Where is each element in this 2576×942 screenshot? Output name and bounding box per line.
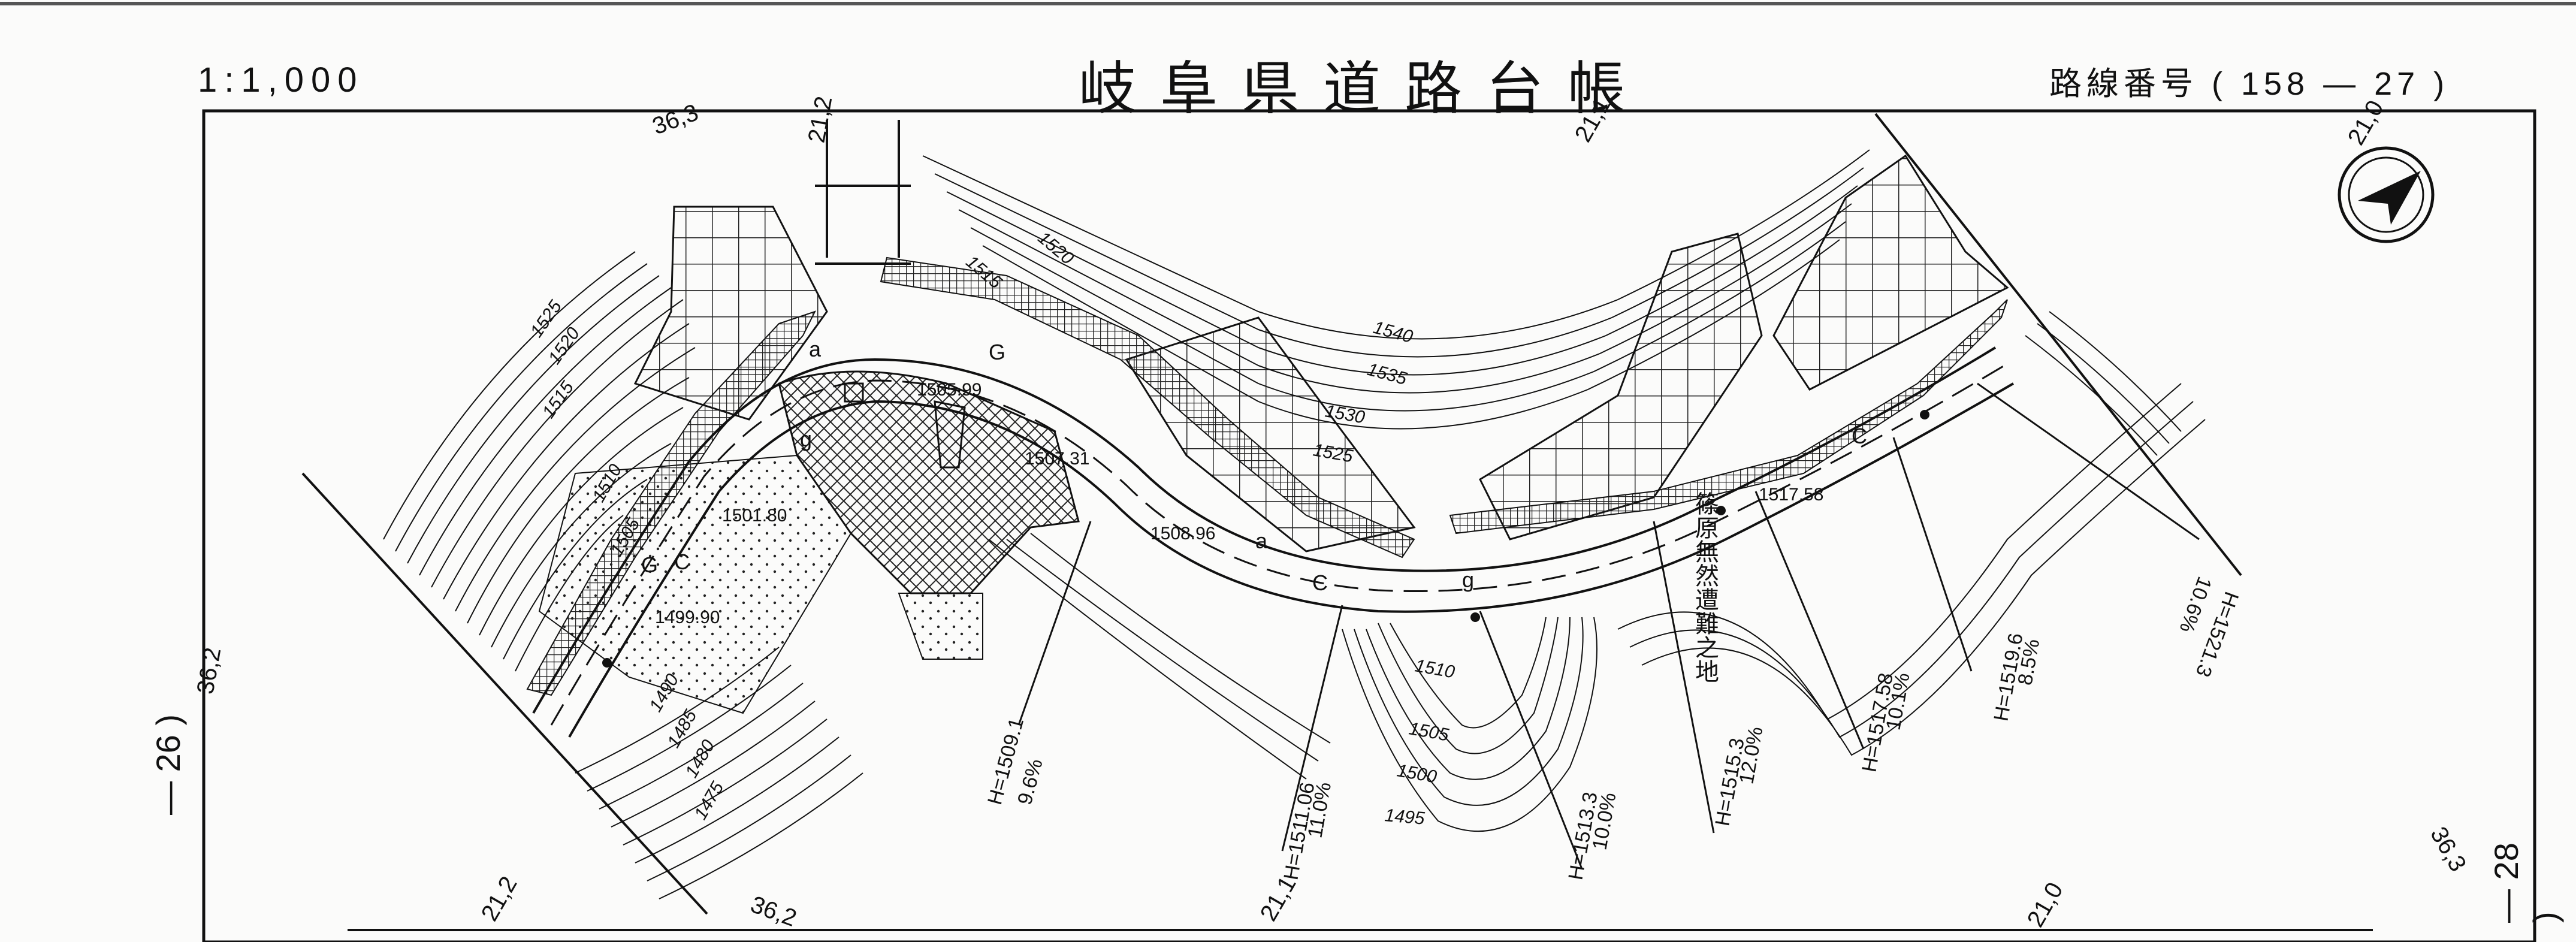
- culvert: [934, 400, 966, 469]
- map-scale: 1:1,000: [198, 61, 364, 99]
- facility-label: 篠原無然遭難之地: [1692, 491, 1719, 683]
- contours-right: [1617, 311, 2206, 756]
- road-mark: C: [674, 550, 690, 574]
- road-mark: G: [989, 340, 1005, 364]
- road-shoulder-left: [526, 310, 816, 696]
- road-mark: C: [1852, 424, 1867, 448]
- contour-label: 1480: [681, 736, 718, 781]
- boundary-line-right: [1874, 113, 2242, 576]
- road-mark: g: [800, 427, 812, 451]
- contour-label: 1495: [1384, 805, 1426, 829]
- grade-percent: 12.0%: [1735, 725, 1767, 786]
- road-mark: C: [1312, 570, 1328, 595]
- grid-label-bottom-d: 21,0: [2022, 878, 2068, 931]
- contour-label: 1515: [539, 378, 578, 422]
- paddy-block-right: [1772, 154, 2009, 391]
- grid-label-top-d: 21,0: [2343, 96, 2389, 149]
- road-shoulder-top: [880, 256, 1415, 558]
- road-centerline: [550, 364, 2005, 726]
- spot-height: 1517.58: [1759, 485, 1823, 505]
- grid-label-right: 36,3: [2425, 823, 2471, 876]
- grid-label-left: 36,2: [192, 645, 227, 696]
- contours-left: [383, 251, 696, 672]
- spot-height: 1508.96: [1150, 524, 1215, 544]
- map-frame: [202, 109, 2536, 942]
- contour-label: 1505: [1408, 718, 1451, 745]
- grid-label-top-b: 21,2: [804, 94, 838, 144]
- contour-label: 1510: [1414, 656, 1457, 682]
- contour-label: 1535: [1365, 360, 1409, 389]
- spot-height: 1499.90: [655, 608, 720, 627]
- road-shoulder-right: [1449, 299, 2008, 535]
- contour-label: 1540: [1371, 318, 1415, 347]
- spot-height: 1505.99: [917, 380, 982, 400]
- road-edge-inner: [568, 382, 2015, 738]
- paddy-block-center: [1125, 316, 1416, 552]
- gravel-area-mid: [898, 593, 983, 660]
- contour-label: 1500: [1396, 760, 1439, 787]
- contour-label: 1520: [1034, 228, 1078, 268]
- spot-height: 1501.80: [722, 506, 787, 526]
- route-number: 路線番号 ( 158 ― 27 ): [2049, 66, 2450, 102]
- boundary-line-left: [301, 472, 708, 915]
- paddy-block-left: [633, 206, 828, 421]
- contour-label: 1485: [663, 707, 700, 751]
- grade-leaders: [1017, 382, 2200, 869]
- grade-percent: 9.6%: [1013, 756, 1047, 807]
- road-mark: G: [641, 552, 658, 577]
- grid-label-top-a: 36,3: [649, 99, 702, 140]
- survey-point-4: [1920, 410, 1929, 419]
- grid-label-bottom-a: 21,2: [476, 872, 523, 925]
- paddy-block-mid: [1479, 233, 1763, 541]
- survey-point-1: [602, 658, 612, 668]
- road-edge-outer: [532, 346, 1997, 714]
- survey-point-3: [1716, 506, 1726, 515]
- branch-road: [815, 120, 911, 265]
- spot-height: 1507.31: [1025, 449, 1089, 469]
- road-mark: a: [1255, 529, 1268, 553]
- grid-label-bottom-b: 36,2: [747, 891, 800, 932]
- contours-top: [922, 149, 1870, 430]
- contour-label: 1520: [545, 324, 584, 368]
- survey-point-2: [1470, 612, 1480, 622]
- north-arrow-icon: [2338, 146, 2435, 243]
- contours-bottom-center: [988, 533, 1597, 832]
- structure-marker: [844, 382, 864, 403]
- contours-bottom-left: [575, 647, 863, 899]
- grid-label-top-c: 21,1: [1570, 93, 1616, 146]
- road-mark: g: [1462, 567, 1474, 592]
- road-mark: a: [809, 337, 822, 361]
